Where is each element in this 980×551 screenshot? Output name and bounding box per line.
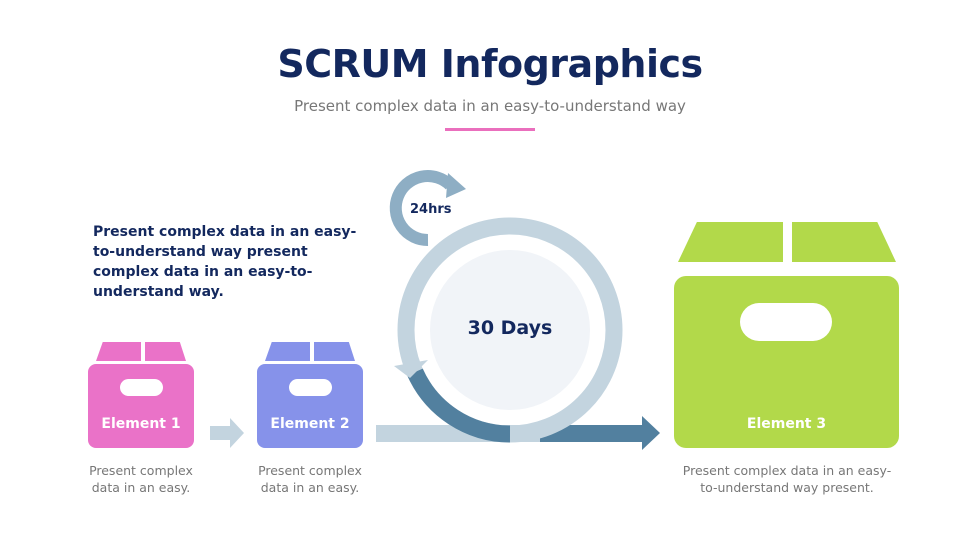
box-lid-left [678, 222, 783, 262]
element-3-description: Present complex data in an easy-to-under… [682, 463, 892, 495]
page-title: SCRUM Infographics [277, 42, 703, 86]
page-subtitle: Present complex data in an easy-to-under… [294, 97, 686, 115]
box-lid-right [792, 222, 896, 262]
arrow-right-icon [210, 418, 244, 448]
lead-text: Present complex data in an easy-to-under… [93, 224, 357, 300]
sprint-center [430, 250, 590, 410]
sprint-ring-dark-segment [407, 368, 511, 443]
box-lid-left [265, 342, 310, 361]
sprint-arrowhead-icon [394, 360, 428, 378]
element-1-label: Element 1 [101, 416, 181, 432]
box-lid-right [314, 342, 355, 361]
flow-arrowhead-icon [642, 416, 660, 450]
flow-bar-dark [540, 425, 645, 442]
box-handle [120, 379, 163, 396]
box-body [257, 364, 363, 448]
element-1-description: Present complex data in an easy. [89, 463, 193, 495]
box-body [88, 364, 194, 448]
daily-loop [389, 170, 455, 247]
element-2-label: Element 2 [270, 416, 350, 432]
scrum-cycle-diagram [376, 170, 660, 450]
element-1-box-icon: Element 1 [88, 342, 194, 448]
element-3-label: Element 3 [746, 416, 827, 432]
daily-arrowhead-icon [446, 173, 466, 198]
daily-label: 24hrs [410, 202, 452, 217]
box-handle [740, 303, 832, 341]
sprint-label: 30 Days [467, 317, 553, 339]
box-lid-left [96, 342, 141, 361]
box-handle [289, 379, 332, 396]
element-3-box-icon: Element 3 [674, 222, 899, 448]
title-underline [445, 128, 535, 131]
element-2-description: Present complex data in an easy. [258, 463, 362, 495]
element-2-box-icon: Element 2 [257, 342, 363, 448]
box-lid-right [145, 342, 186, 361]
